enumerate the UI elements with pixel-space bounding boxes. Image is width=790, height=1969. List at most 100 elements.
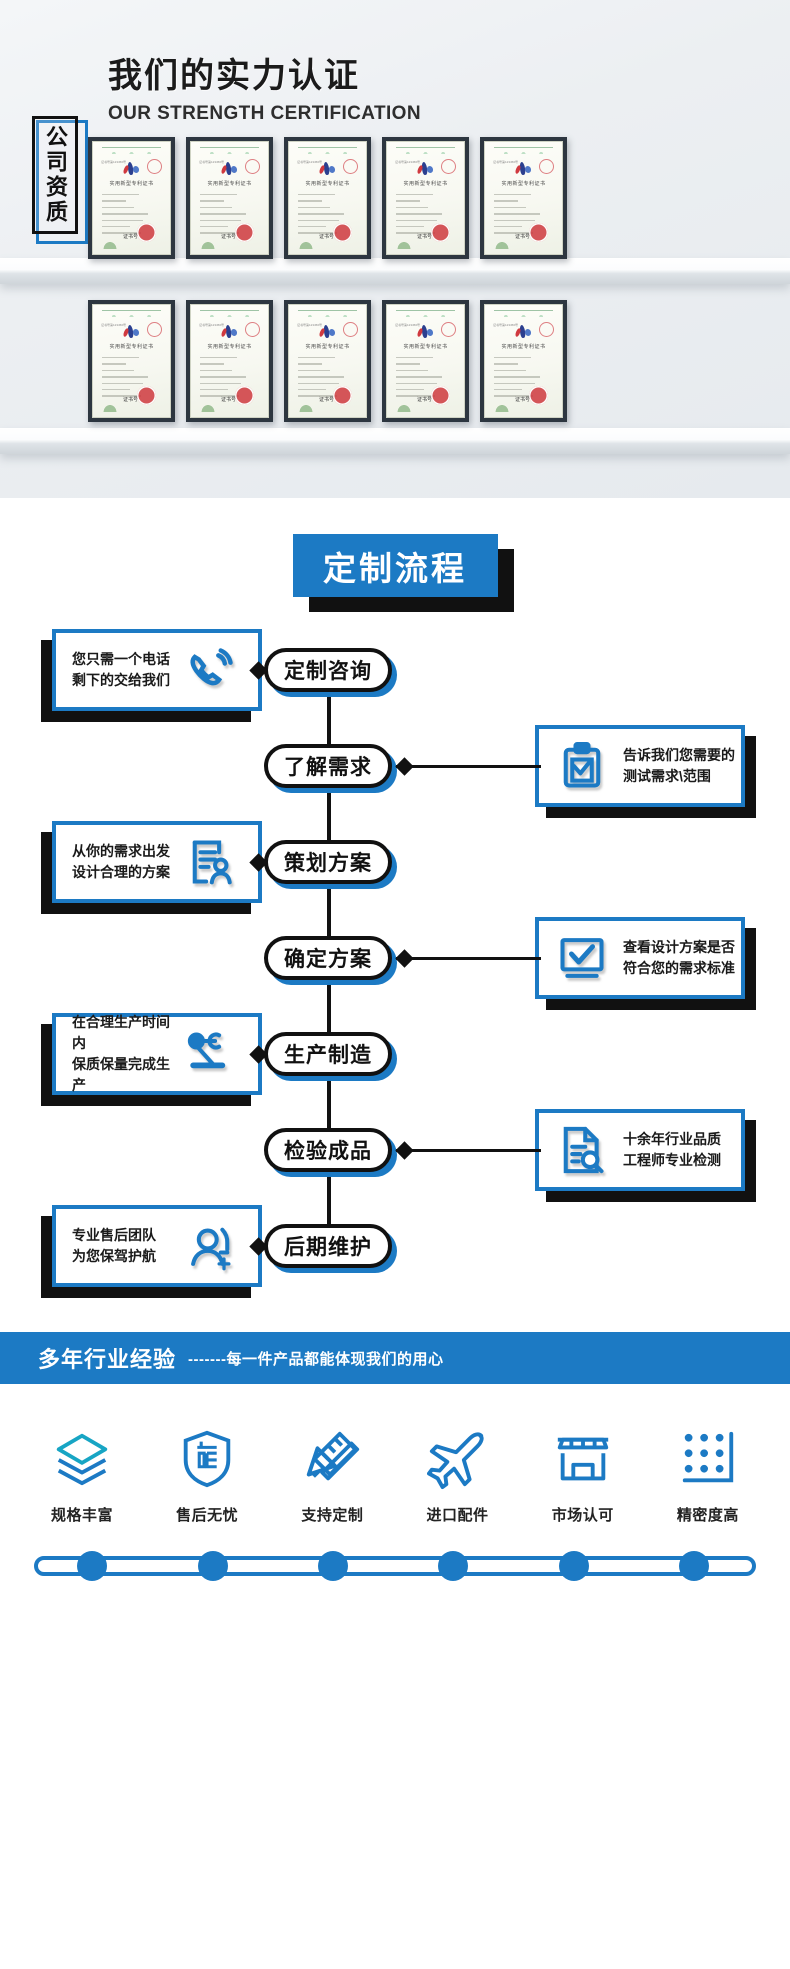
certificate-body-lines (298, 194, 357, 239)
certificate-frame[interactable]: 证书号第123456号实用新型专利证书证书号 (186, 300, 273, 422)
flow-card-text: 专业售后团队 为您保驾护航 (72, 1227, 156, 1264)
flow-card-6[interactable]: 十余年行业品质 工程师专业检测 (535, 1109, 756, 1202)
feature-item-4[interactable]: 进口配件 (410, 1422, 506, 1525)
experience-banner: 多年行业经验 -------每一件产品都能体现我们的用心 (0, 1332, 790, 1384)
certificate-red-stamp-icon (431, 386, 450, 405)
flow-card-body: 告诉我们您需要的 测试需求\范围 (535, 725, 745, 807)
certificate-ornament (200, 147, 259, 154)
certificate-heading: 实用新型专利证书 (305, 181, 350, 187)
certificate-seal-icon (147, 322, 162, 337)
feature-item-6[interactable]: 精密度高 (660, 1422, 756, 1525)
patent-logo-icon (317, 161, 336, 176)
certificate-seal-icon (245, 322, 260, 337)
certificate-paper: 证书号第123456号实用新型专利证书证书号 (190, 141, 269, 255)
feature-item-5[interactable]: 市场认可 (535, 1422, 631, 1525)
certificate-frame[interactable]: 证书号第123456号实用新型专利证书证书号 (382, 137, 469, 259)
track-dot-3 (317, 1551, 348, 1581)
certificate-corner-text: 证书号第123456号 (297, 160, 323, 164)
certificate-red-stamp-icon (529, 386, 548, 405)
certificate-ornament (102, 310, 161, 317)
flow-node-3[interactable]: 策划方案 (264, 840, 397, 889)
flow-card-2[interactable]: 告诉我们您需要的 测试需求\范围 (535, 725, 756, 818)
certificate-frame[interactable]: 证书号第123456号实用新型专利证书证书号 (480, 300, 567, 422)
flow-card-1[interactable]: 您只需一个电话 剩下的交给我们 (41, 629, 262, 722)
flow-node-2[interactable]: 了解需求 (264, 744, 397, 793)
flow-card-text: 查看设计方案是否 符合您的需求标准 (623, 939, 735, 976)
process-section: 定制流程 定制咨询您只需一个电话 剩下的交给我们了解需求告诉我们您需要的 测试需… (0, 498, 790, 1332)
certificate-frame[interactable]: 证书号第123456号实用新型专利证书证书号 (186, 137, 273, 259)
feature-item-2[interactable]: 售后无忧 (159, 1422, 255, 1525)
certificate-body-lines (494, 357, 553, 402)
flow-connector-2 (396, 765, 541, 768)
certificate-decoration (99, 237, 121, 249)
patent-logo-icon (219, 161, 238, 176)
page-title: 我们的实力认证 (108, 57, 360, 95)
certificate-frame[interactable]: 证书号第123456号实用新型专利证书证书号 (284, 137, 371, 259)
certificate-decoration (491, 237, 513, 249)
certificate-red-stamp-icon (431, 223, 450, 242)
certificate-signature: 证书号 (319, 234, 335, 240)
track-dot-2 (197, 1551, 228, 1581)
feature-label: 支持定制 (301, 1507, 364, 1524)
patent-logo-icon (219, 324, 238, 339)
certificate-seal-icon (539, 159, 554, 174)
certificate-ornament (494, 310, 553, 317)
flow-diamond-6 (395, 1141, 414, 1160)
certification-section: 我们的实力认证 OUR STRENGTH CERTIFICATION 公司资质 … (0, 0, 790, 498)
flow-node-label: 定制咨询 (264, 648, 392, 692)
certificate-paper: 证书号第123456号实用新型专利证书证书号 (92, 141, 171, 255)
product-detail-page: 我们的实力认证 OUR STRENGTH CERTIFICATION 公司资质 … (0, 0, 790, 1581)
certificate-body-lines (494, 194, 553, 239)
certificate-frame[interactable]: 证书号第123456号实用新型专利证书证书号 (88, 300, 175, 422)
certificate-body-lines (396, 357, 455, 402)
flow-node-label: 确定方案 (264, 936, 392, 980)
flow-node-5[interactable]: 生产制造 (264, 1032, 397, 1081)
airplane-icon (410, 1422, 506, 1496)
certificate-body-lines (102, 194, 161, 239)
certificate-paper: 证书号第123456号实用新型专利证书证书号 (92, 304, 171, 418)
flow-node-6[interactable]: 检验成品 (264, 1128, 397, 1177)
certificate-signature: 证书号 (515, 234, 531, 240)
certificate-frame[interactable]: 证书号第123456号实用新型专利证书证书号 (88, 137, 175, 259)
flow-card-5[interactable]: 在合理生产时间内 保质保量完成生产 (41, 1013, 262, 1106)
certificate-corner-text: 证书号第123456号 (395, 160, 421, 164)
layers-icon (34, 1422, 130, 1496)
experience-banner-title: 多年行业经验 (38, 1347, 177, 1372)
flow-card-7[interactable]: 专业售后团队 为您保驾护航 (41, 1205, 262, 1298)
flow-connector-6 (396, 1149, 541, 1152)
monitor-check-icon (553, 932, 611, 984)
certificate-frame[interactable]: 证书号第123456号实用新型专利证书证书号 (382, 300, 469, 422)
certificate-decoration (393, 400, 415, 412)
flow-node-1[interactable]: 定制咨询 (264, 648, 397, 697)
feature-label: 进口配件 (426, 1507, 489, 1524)
certificate-seal-icon (343, 322, 358, 337)
certificate-corner-text: 证书号第123456号 (101, 160, 127, 164)
feature-label: 市场认可 (551, 1507, 614, 1524)
certificate-frame[interactable]: 证书号第123456号实用新型专利证书证书号 (480, 137, 567, 259)
flow-card-body: 从你的需求出发 设计合理的方案 (52, 821, 262, 903)
certificate-heading: 实用新型专利证书 (403, 181, 448, 187)
flow-node-7[interactable]: 后期维护 (264, 1224, 397, 1273)
certificate-decoration (197, 400, 219, 412)
certificate-ornament (494, 147, 553, 154)
certificate-paper: 证书号第123456号实用新型专利证书证书号 (386, 141, 465, 255)
flow-card-4[interactable]: 查看设计方案是否 符合您的需求标准 (535, 917, 756, 1010)
flow-node-4[interactable]: 确定方案 (264, 936, 397, 985)
certificate-decoration (491, 400, 513, 412)
certificate-heading: 实用新型专利证书 (207, 344, 252, 350)
dot-matrix-icon (660, 1422, 756, 1496)
robot-arm-icon (182, 1028, 240, 1080)
certificate-red-stamp-icon (333, 223, 352, 242)
certificate-seal-icon (343, 159, 358, 174)
feature-item-1[interactable]: 规格丰富 (34, 1422, 130, 1525)
flow-node-label: 策划方案 (264, 840, 392, 884)
shelf-top (0, 258, 790, 284)
vertical-label-outline (36, 120, 88, 244)
feature-item-3[interactable]: 支持定制 (284, 1422, 380, 1525)
certificate-ornament (396, 310, 455, 317)
flow-card-3[interactable]: 从你的需求出发 设计合理的方案 (41, 821, 262, 914)
certificate-seal-icon (539, 322, 554, 337)
certificate-signature: 证书号 (123, 234, 139, 240)
patent-logo-icon (121, 161, 140, 176)
certificate-frame[interactable]: 证书号第123456号实用新型专利证书证书号 (284, 300, 371, 422)
